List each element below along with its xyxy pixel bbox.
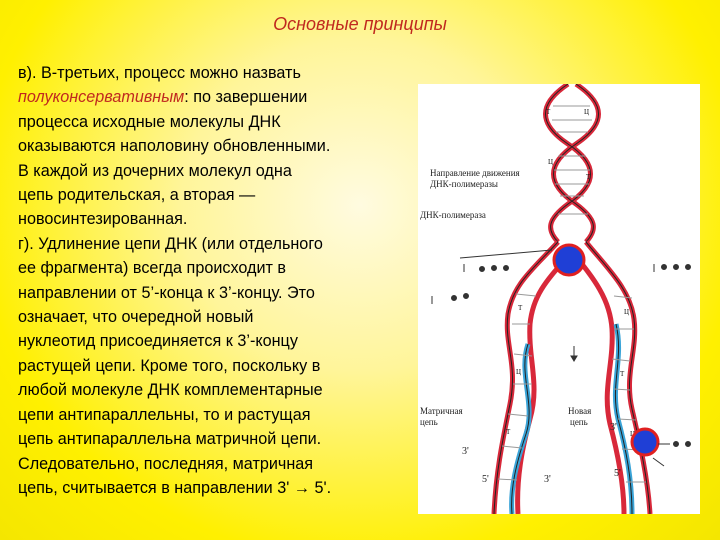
- end-3-right: 3': [610, 422, 617, 433]
- nucleotide-letters: Т Ц Ц Т Т Ц Ц Т Т Ц: [506, 108, 635, 438]
- strand-outline: [545, 84, 591, 243]
- svg-text:Ц: Ц: [584, 108, 589, 116]
- text-line: полуконсервативным: по завершении: [18, 85, 423, 109]
- svg-text:Т: Т: [506, 428, 511, 436]
- text-line: растущей цепи. Кроме того, поскольку в: [18, 356, 321, 375]
- end-5-left: 5': [482, 474, 489, 485]
- left-parent-strand: [515, 252, 572, 514]
- svg-text:Ц: Ц: [624, 308, 629, 316]
- svg-text:Т: Т: [586, 173, 591, 181]
- text-line: в). В-третьих, процесс можно назвать: [18, 64, 301, 82]
- text-line: Следовательно, последняя, матричная: [18, 454, 314, 473]
- strand-outline: [553, 84, 599, 243]
- text-line: В каждой из дочерних молекул одна: [18, 161, 292, 180]
- text-line: цепь антипараллельна матричной цепи.: [18, 430, 322, 449]
- text-line: направлении от 5’-конца к 3’-концу. Это: [18, 283, 315, 302]
- parental-helix: [543, 84, 601, 244]
- right-parent-strand: [572, 252, 627, 514]
- base-pairs-top: [552, 105, 592, 215]
- polymerase-top: [552, 243, 586, 277]
- body-text: в). В-третьих, процесс можно назвать пол…: [18, 61, 423, 500]
- end-3-left: 3': [462, 446, 469, 457]
- svg-text:Т: Т: [546, 108, 551, 116]
- incoming-nucleotides: [431, 249, 691, 467]
- parent-strand-b: [551, 84, 601, 244]
- slide-title: Основные принципы: [273, 14, 447, 34]
- polymerase-bottom: [630, 427, 660, 457]
- base-pairs-arms: [497, 293, 646, 483]
- text-line: нуклеотид присоединяется к 3’-концу: [18, 332, 298, 351]
- term-semiconservative: полуконсервативным: [18, 88, 185, 107]
- right-fork: [572, 240, 653, 514]
- dna-diagram: Т Ц Ц Т Т Ц Ц Т Т Ц: [420, 84, 691, 514]
- end-5-right: 5': [614, 468, 621, 479]
- label-template-2: цепь: [420, 417, 438, 427]
- text-line: цепь, считывается в направлении 3' → 5'.: [18, 478, 332, 497]
- text-line: г). Удлинение цепи ДНК (или отдельного: [18, 234, 323, 253]
- text-line: цепь родительская, а вторая —: [18, 186, 256, 205]
- svg-text:Т: Т: [620, 370, 625, 378]
- label-new-1: Новая: [568, 406, 591, 416]
- text-line: оказываются наполовину обновленными.: [18, 137, 331, 156]
- dna-replication-figure: Т Ц Ц Т Т Ц Ц Т Т Ц: [418, 84, 700, 514]
- text-line: процесса исходные молекулы ДНК: [18, 112, 281, 131]
- label-new-2: цепь: [570, 417, 588, 427]
- svg-text:Т: Т: [518, 304, 523, 312]
- text-line: означает, что очередной новый: [18, 308, 254, 327]
- label-direction-1: Направление движения: [430, 168, 520, 178]
- text-line: ее фрагмента) всегда происходит в: [18, 259, 287, 278]
- text-line: новосинтезированная.: [18, 210, 188, 229]
- end-3-mid: 3': [544, 474, 551, 485]
- svg-text:Ц: Ц: [548, 158, 553, 166]
- left-fork: [491, 240, 572, 514]
- svg-text:Ц: Ц: [516, 368, 521, 376]
- label-template-1: Матричная: [420, 406, 463, 416]
- label-direction-2: ДНК-полимеразы: [430, 179, 498, 189]
- text-line: любой молекуле ДНК комплементарные: [18, 381, 323, 400]
- svg-text:Ц: Ц: [630, 430, 635, 438]
- text-line: цепи антипараллельны, то и растущая: [18, 405, 311, 424]
- label-polymerase: ДНК-полимераза: [420, 210, 486, 220]
- text-fragment: : по завершении: [184, 88, 308, 107]
